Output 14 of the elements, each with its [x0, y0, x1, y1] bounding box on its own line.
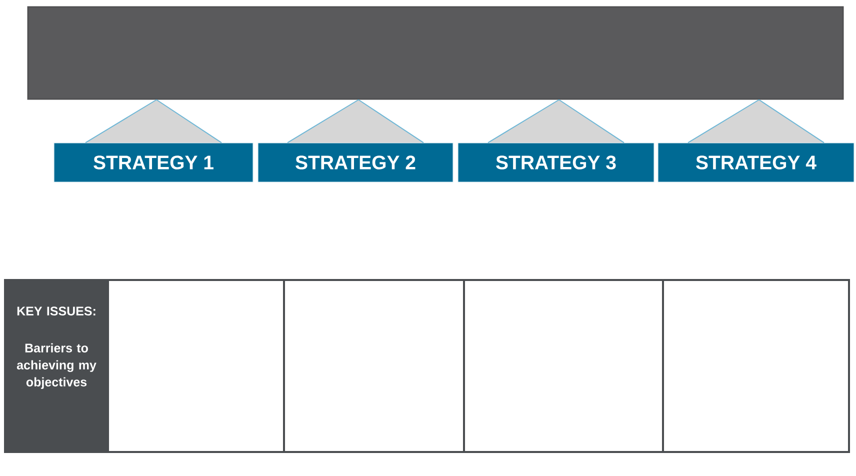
answer-box — [662, 278, 850, 453]
connector-triangle — [688, 99, 824, 144]
strategy-box: STRATEGY 4 — [658, 142, 854, 182]
connector-triangle — [85, 99, 222, 144]
strategy-box: STRATEGY 1 — [54, 142, 254, 182]
answer-box — [463, 278, 664, 453]
connector-triangle — [488, 99, 624, 144]
connector-triangle — [287, 99, 424, 144]
banner-bar — [27, 6, 844, 100]
strategy-box: STRATEGY 2 — [258, 142, 454, 182]
answer-box — [283, 278, 465, 453]
header-cell: KEY ISSUES: Barriers to achieving my objectives — [4, 278, 109, 453]
answer-box — [107, 278, 285, 453]
strategy-box: STRATEGY 3 — [458, 142, 654, 182]
